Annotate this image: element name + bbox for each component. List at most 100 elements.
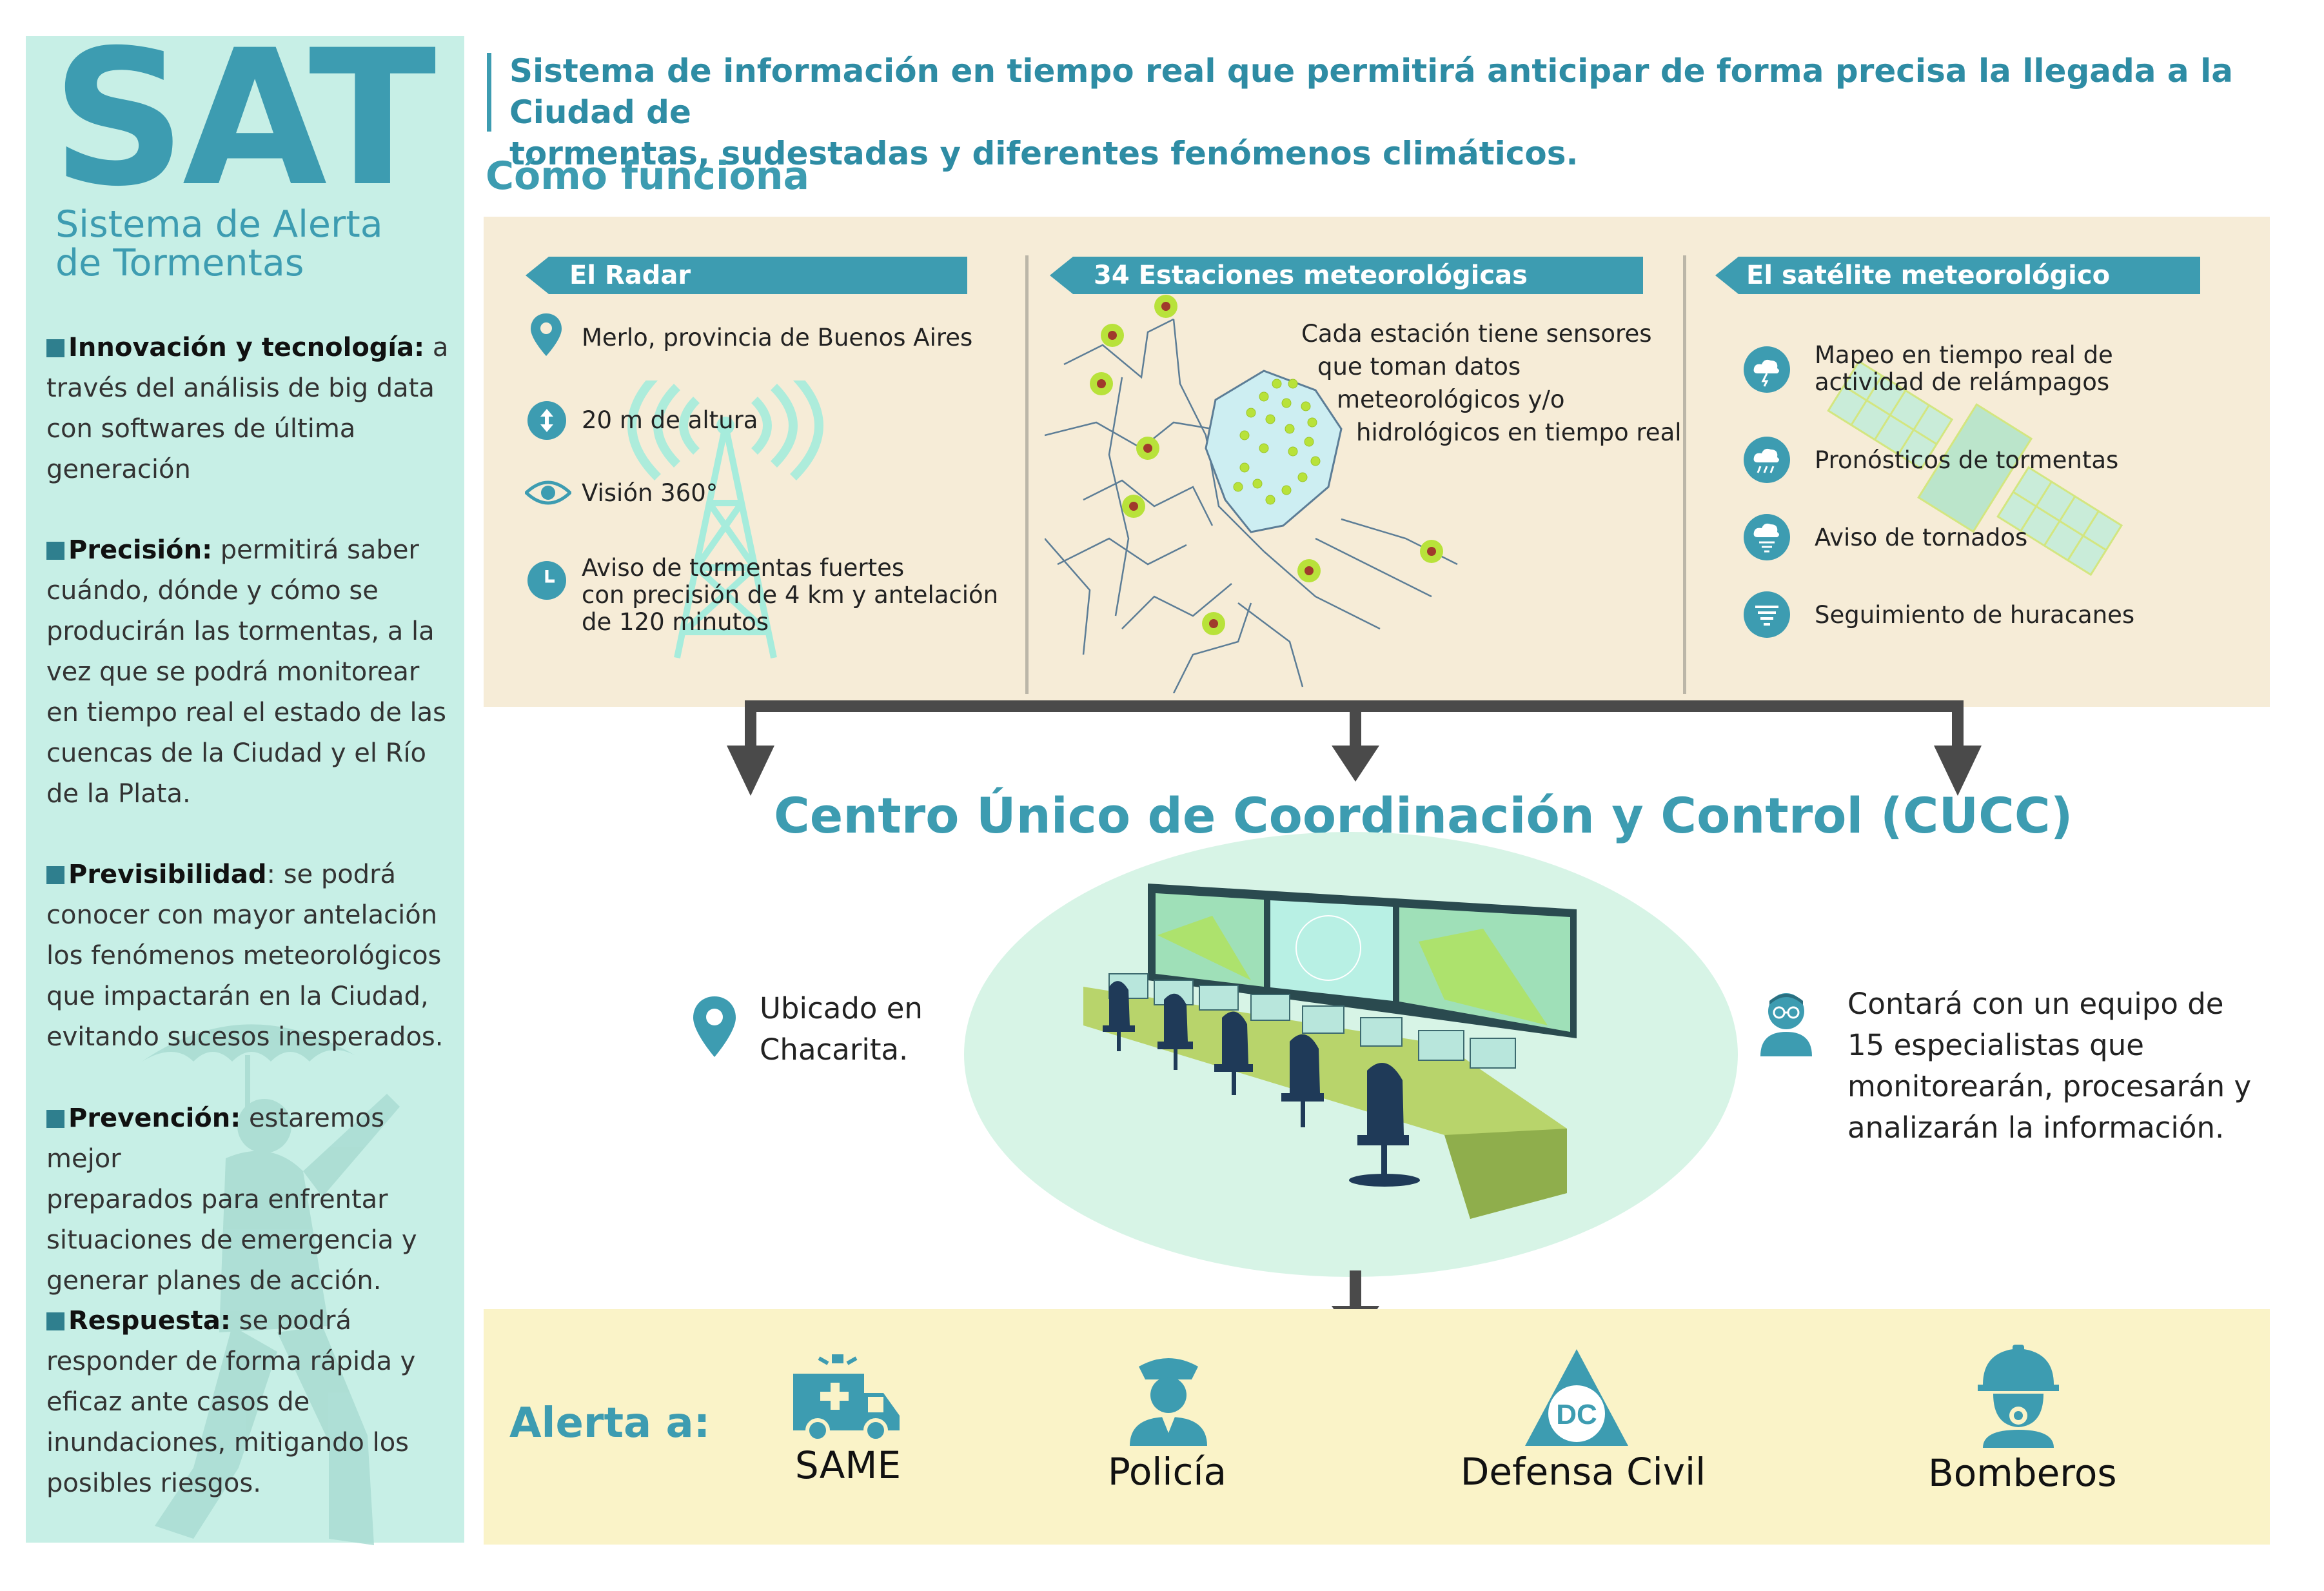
bullet-square-icon <box>46 866 64 884</box>
storm-cloud-icon <box>1744 437 1790 483</box>
benefit-line: permitirá saber <box>212 535 419 565</box>
radar-location: Merlo, provincia de Buenos Aires <box>582 324 973 351</box>
stations-banner: 34 Estaciones meteorológicas <box>1050 257 1643 294</box>
satellite-item-line: Mapeo en tiempo real de <box>1815 341 2113 369</box>
radar-tower-icon <box>627 380 823 659</box>
benefit-heading: Respuesta: <box>68 1306 231 1336</box>
control-room-illustration <box>1083 884 1577 1219</box>
benefit-heading: Prevención: <box>68 1103 241 1133</box>
location-pin-icon <box>693 996 736 1057</box>
benefit-respuesta: Respuesta: se podrá responder de forma r… <box>46 1301 459 1504</box>
header-accent-bar <box>487 53 491 132</box>
benefit-heading: Innovación y tecnología: <box>68 333 425 362</box>
stations-line: meteorológicos y/o <box>1337 386 1565 413</box>
benefit-heading: Previsibilidad <box>68 860 267 889</box>
subtitle-line-1: Sistema de Alerta <box>55 203 383 246</box>
specialist-person-icon <box>1760 993 1812 1056</box>
benefit-line: generar planes de acción. <box>46 1266 382 1296</box>
stations-line: que toman datos <box>1317 353 1521 380</box>
benefit-line: : se podrá <box>266 860 397 889</box>
police-officer-icon <box>1130 1358 1207 1446</box>
satellite-item-4: Seguimiento de huracanes <box>1815 601 2135 629</box>
benefit-line: cuencas de la Ciudad y el Río <box>46 738 427 768</box>
benefit-line: través del análisis de big data <box>46 373 435 403</box>
cucc-team-line: monitorearán, procesarán y <box>1847 1069 2252 1103</box>
bullet-square-icon <box>46 339 64 357</box>
radar-height: 20 m de altura <box>582 406 758 434</box>
cucc-title: Centro Único de Coordinación y Control (… <box>774 787 2073 844</box>
satellite-icon <box>1827 360 2123 577</box>
civil-defense-badge-text: DC <box>1556 1399 1597 1430</box>
benefit-line: se podrá <box>230 1306 351 1336</box>
radar-alert: Aviso de tormentas fuertes con precisión… <box>582 555 998 636</box>
stations-description: Cada estación tiene sensores que toman d… <box>1301 317 1682 449</box>
alert-bomberos: Bomberos <box>1928 1451 2117 1495</box>
benefit-line: preparados para enfrentar <box>46 1185 388 1214</box>
radar-alert-line: Aviso de tormentas fuertes <box>582 554 905 582</box>
benefit-line: que impactarán en la Ciudad, <box>46 982 429 1011</box>
clock-icon <box>527 561 566 600</box>
benefit-line: inundaciones, mitigando los <box>46 1428 409 1458</box>
stations-line: hidrológicos en tiempo real <box>1356 419 1682 446</box>
cucc-team-line: Contará con un equipo de <box>1847 987 2224 1021</box>
flow-arrows <box>727 700 1982 796</box>
header-description: Sistema de información en tiempo real qu… <box>509 50 2289 174</box>
benefit-line: con softwares de última <box>46 414 356 444</box>
tornado-cloud-icon <box>1744 514 1790 560</box>
sat-title: SAT <box>52 10 437 228</box>
hurricane-icon <box>1744 591 1790 638</box>
cucc-location-line: Ubicado en <box>760 991 923 1025</box>
benefit-line: estaremos mejor <box>46 1103 385 1174</box>
subtitle-line-2: de Tormentas <box>55 242 304 284</box>
alert-same: SAME <box>794 1443 901 1487</box>
benefit-innovacion: Innovación y tecnología: a través del an… <box>46 328 459 490</box>
stations-map <box>1045 295 1458 693</box>
bullet-square-icon <box>46 542 64 560</box>
satellite-banner: El satélite meteorológico GOES-R <box>1715 257 2200 294</box>
alert-label: Alerta a: <box>509 1399 711 1447</box>
radar-alert-line: de 120 minutos <box>582 608 769 636</box>
sidebar <box>26 36 464 1545</box>
benefit-line: de la Plata. <box>46 779 191 809</box>
sat-subtitle: Sistema de Alerta de Tormentas <box>55 205 442 282</box>
benefit-line: vez que se podrá monitorear <box>46 657 420 687</box>
benefit-line: evitando sucesos inesperados. <box>46 1022 444 1052</box>
umbrella-person-silhouette <box>142 1024 400 1545</box>
panel-divider <box>1025 255 1029 694</box>
benefit-line: conocer con mayor antelación <box>46 900 438 930</box>
eye-icon <box>525 480 571 505</box>
cucc-team: Contará con un equipo de 15 especialista… <box>1847 983 2260 1149</box>
benefit-heading: Precisión: <box>68 535 213 565</box>
height-icon <box>527 401 566 440</box>
benefit-previsibilidad: Previsibilidad: se podrá conocer con may… <box>46 855 459 1058</box>
cucc-location-line: Chacarita. <box>760 1033 909 1067</box>
bullet-square-icon <box>46 1312 64 1330</box>
benefit-line: generación <box>46 455 191 484</box>
radar-vision: Visión 360° <box>582 479 718 507</box>
location-pin-icon <box>531 313 562 356</box>
bullet-square-icon <box>46 1110 64 1128</box>
benefit-line: en tiempo real el estado de las <box>46 698 446 727</box>
cucc-location: Ubicado en Chacarita. <box>760 988 923 1071</box>
radar-banner: El Radar <box>526 257 967 294</box>
satellite-item-line: actividad de relámpagos <box>1815 368 2110 396</box>
alert-policia: Policía <box>1107 1450 1227 1494</box>
radar-alert-line: con precisión de 4 km y antelación <box>582 581 999 609</box>
cucc-team-line: 15 especialistas que <box>1847 1028 2144 1062</box>
benefit-line: posibles riesgos. <box>46 1468 261 1498</box>
benefit-line: los fenómenos meteorológicos <box>46 941 442 971</box>
header-line-2: tormentas, sudestadas y diferentes fenóm… <box>509 135 1579 172</box>
ambulance-icon <box>793 1354 900 1441</box>
satellite-item-1: Mapeo en tiempo real de actividad de rel… <box>1815 342 2113 396</box>
firefighter-icon <box>1978 1345 2059 1448</box>
cucc-team-line: analizarán la información. <box>1847 1111 2225 1145</box>
benefit-precision: Precisión: permitirá saber cuándo, dónde… <box>46 530 459 815</box>
satellite-item-2: Pronósticos de tormentas <box>1815 446 2119 474</box>
benefit-line: cuándo, dónde y cómo se <box>46 576 379 606</box>
benefit-line: situaciones de emergencia y <box>46 1225 417 1255</box>
alert-bar <box>484 1309 2270 1545</box>
stations-line: Cada estación tiene sensores <box>1301 320 1652 348</box>
benefit-line: a <box>424 333 449 362</box>
section-title: Cómo funciona <box>486 153 809 199</box>
civil-defense-icon: DC <box>1525 1349 1628 1446</box>
